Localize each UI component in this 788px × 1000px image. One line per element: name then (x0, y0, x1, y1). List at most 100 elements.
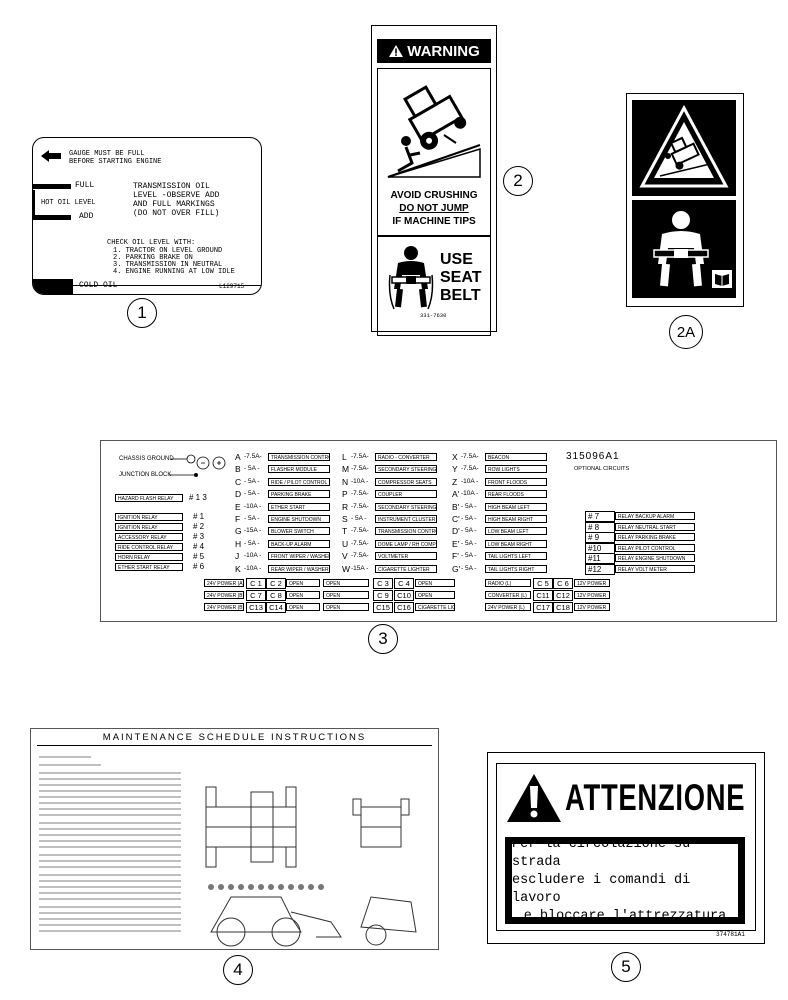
fuse-letter: K (235, 563, 241, 574)
fuse-letter: M (342, 464, 350, 475)
check-heading: CHECK OIL LEVEL WITH: (107, 239, 196, 247)
fuse-amperage: -7.5A- (461, 453, 479, 460)
fuse-letter: C' (452, 514, 460, 524)
fuse-letter: Z (452, 476, 458, 487)
fuse-circuit-label: SECONDARY STEERING (375, 465, 437, 474)
relay-label: HORN RELAY (115, 553, 183, 561)
fuse-amperage: -7.5A- (244, 453, 262, 460)
gauge-line2: BEFORE STARTING ENGINE (69, 158, 162, 166)
cold-oil-mark (33, 279, 73, 294)
attenzione-header: ATTENZIONE (565, 777, 746, 818)
fuse-circuit-label: TRANSMISSION CONTROL (268, 453, 330, 461)
seat-belt-person-icon (388, 246, 434, 310)
relay-label: RELAY PILOT CONTROL (615, 543, 695, 552)
hazard-relay-num: # 1 3 (189, 493, 207, 502)
fuse-letter: E' (452, 538, 460, 549)
callout-4: 4 (223, 955, 253, 985)
connector-id: C 6 (553, 578, 573, 589)
fuse-letter: A (235, 452, 241, 462)
fuse-amperage: - 5A - (461, 564, 477, 572)
fuse-circuit-label: RADIO - CONVERTER (375, 453, 437, 461)
fuse-circuit-label: PARKING BRAKE (268, 490, 330, 499)
fuse-circuit-label: BACK-UP ALARM (268, 539, 330, 548)
fuse-circuit-label: DOME LAMP / RH COMP HORN (375, 539, 437, 548)
trans-line4: (DO NOT OVER FILL) (133, 209, 220, 218)
fuse-letter: R (342, 501, 349, 512)
part-number: 331-7630 (420, 312, 447, 319)
relay-label: ACCESSORY RELAY (115, 533, 183, 541)
full-mark (33, 184, 71, 189)
instruction-line2: escludere i comandi di lavoro (512, 872, 691, 906)
callout-3: 3 (368, 624, 398, 654)
fuse-circuit-label: TAIL LIGHTS LEFT (485, 552, 547, 561)
trans-line2: LEVEL -OBSERVE ADD (133, 191, 220, 200)
fuse-amperage: -7.5A- (461, 465, 479, 473)
junction-block-label: JUNCTION BLOCK (119, 472, 172, 478)
arrow-left-icon (41, 150, 61, 162)
fuse-letter: S (342, 514, 348, 524)
tipping-triangle-icon (639, 104, 729, 188)
manual-book-icon (712, 270, 732, 288)
relay-label: RIDE CONTROL RELAY (115, 543, 183, 551)
connector-id: C15 (373, 602, 393, 613)
fuse-amperage: - 5A - (461, 527, 477, 535)
fuse-circuit-label: COUPLER (375, 490, 437, 499)
connector-id: C11 (533, 590, 553, 601)
part-number: 374781A1 (716, 931, 745, 938)
fuse-amperage: -7.5A- (351, 465, 369, 473)
fuse-relay-panel-decal: CHASSIS GROUND JUNCTION BLOCK HAZARD FLA… (100, 440, 777, 622)
rollover-seatbelt-pictorial-decal (626, 93, 744, 307)
fuse-letter: B (235, 464, 241, 475)
fuse-circuit-label: FRONT FLOODS (485, 477, 547, 486)
relay-label: ETHER START RELAY (115, 563, 183, 571)
circuit-label: OPEN (286, 591, 320, 599)
fuse-circuit-label: ETHER START (268, 502, 330, 511)
fuse-circuit-label: HIGH BEAM RIGHT (485, 515, 547, 523)
add-mark (33, 215, 71, 220)
fuse-letter: P (342, 489, 348, 500)
fuse-amperage: -7.5A- (351, 453, 369, 460)
fuse-circuit-label: REAR FLOODS (485, 490, 547, 499)
fuse-amperage: -7.5A- (351, 539, 369, 547)
connector-id: C13 (246, 602, 266, 613)
connector-id: C 9 (373, 590, 393, 601)
fuse-letter: W (342, 563, 351, 574)
relay-number: # 5 (193, 552, 205, 561)
trans-line3: AND FULL MARKINGS (133, 200, 215, 209)
power-label: 24V POWER (A) (204, 579, 244, 587)
relay-number: #10 (585, 542, 615, 554)
fuse-amperage: -7.5A- (351, 490, 369, 498)
fuse-amperage: - 5A - (461, 552, 477, 560)
ground-symbol-icon (171, 454, 226, 470)
relay-number: # 1 (193, 512, 205, 521)
relay-label: IGNITION RELAY (115, 523, 183, 531)
callout-2a: 2A (669, 315, 703, 349)
part-number: L129715 (219, 283, 245, 290)
fuse-circuit-label: INSTRUMENT CLUSTER (375, 515, 437, 523)
check-step1: 1. TRACTOR ON LEVEL GROUND (113, 247, 223, 255)
fuse-letter: V (342, 551, 348, 562)
fuse-circuit-label: ENGINE SHUTDOWN (268, 515, 330, 523)
add-label: ADD (79, 212, 94, 221)
fuse-letter: L (342, 452, 347, 462)
avoid-crushing-text: AVOID CRUSHING (390, 190, 478, 201)
fuse-amperage: - 5A - (351, 515, 367, 522)
seat-text: SEAT (440, 269, 482, 286)
fuse-circuit-label: ROW LIGHTS (485, 465, 547, 474)
connector-id: C 1 (246, 578, 266, 589)
connector-id: C12 (553, 590, 573, 601)
fuse-amperage: - 5A - (244, 465, 260, 473)
fuse-amperage: - 5A - (461, 539, 477, 547)
fuse-letter: E (235, 501, 241, 512)
relay-number: # 2 (193, 522, 205, 531)
connector-id: C 4 (394, 578, 414, 589)
relay-number: # 4 (193, 542, 205, 551)
tractor-tipping-icon (387, 85, 481, 178)
connector-id: C17 (533, 602, 553, 613)
chassis-ground-label: CHASSIS GROUND (119, 456, 174, 462)
fuse-amperage: -7.5A- (351, 527, 369, 535)
relay-label: RELAY BACKUP ALARM (615, 512, 695, 520)
circuit-label: CIGARETTE LIGHTER (W) (415, 603, 455, 611)
maintenance-title: MAINTENANCE SCHEDULE INSTRUCTIONS (102, 732, 367, 743)
fuse-circuit-label: BEACON (485, 453, 547, 461)
